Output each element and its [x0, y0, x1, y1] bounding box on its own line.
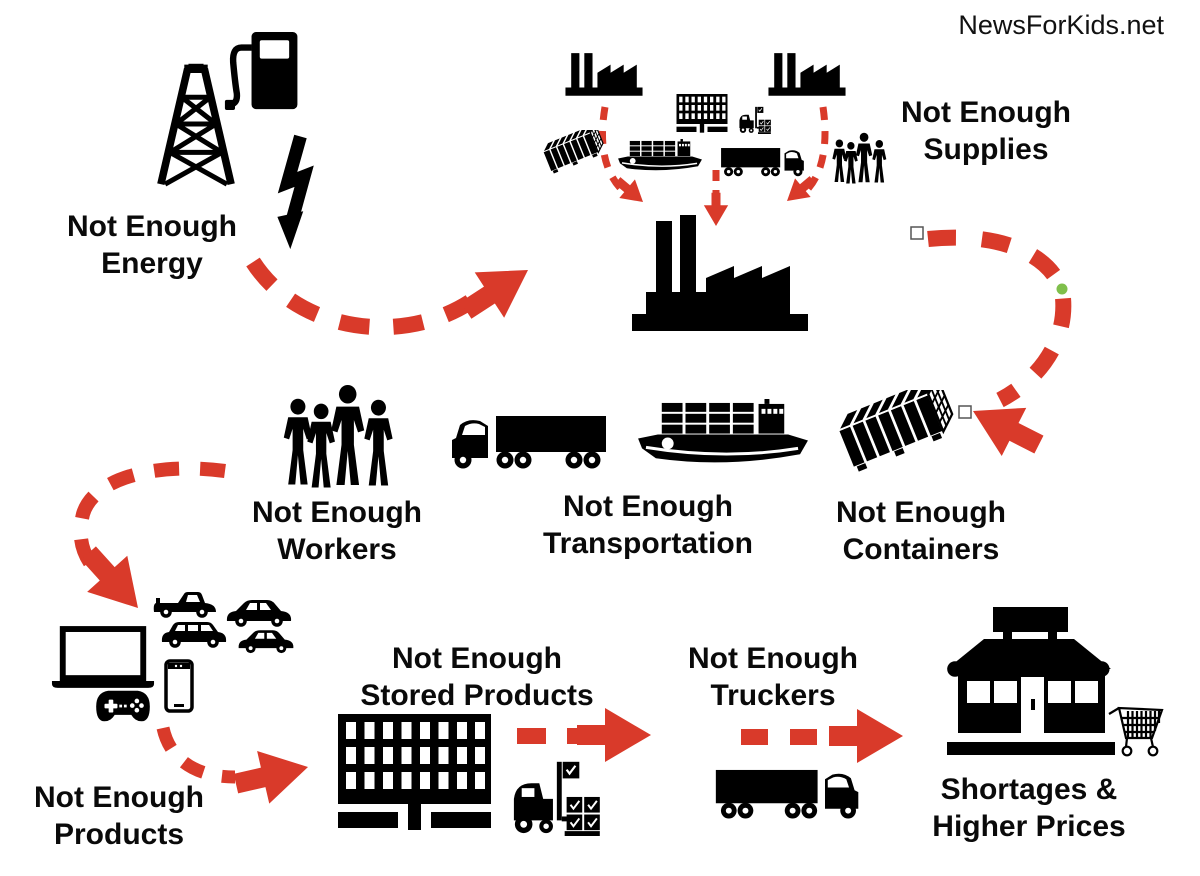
cargo-ship-icon	[617, 139, 704, 178]
large-factory-icon	[628, 211, 812, 331]
cargo-ship-icon	[636, 399, 812, 478]
warehouse-icon	[673, 94, 731, 134]
sedan-car-icon	[225, 597, 293, 627]
shipping-container-icon	[542, 130, 608, 188]
arrow-factory-to-containers	[927, 229, 1072, 408]
label-truckers: Not Enough Truckers	[688, 642, 858, 712]
forklift-icon	[502, 754, 600, 836]
label-stored-products: Not Enough Stored Products	[360, 642, 594, 712]
shopping-cart-icon	[1107, 698, 1169, 758]
suv-car-icon	[160, 620, 228, 648]
label-containers: Not Enough Containers	[836, 496, 1006, 566]
semi-truck-icon	[720, 146, 806, 178]
lightning-bolt-icon	[266, 131, 322, 251]
selection-handle	[958, 405, 972, 419]
gas-pump-icon	[224, 27, 302, 115]
green-anchor-dot	[1056, 283, 1068, 295]
factory-icon	[766, 42, 848, 97]
label-workers: Not Enough Workers	[252, 496, 422, 566]
game-controller-icon	[94, 688, 152, 725]
factory-icon	[563, 42, 645, 97]
label-shortages: Shortages & Higher Prices	[932, 773, 1126, 843]
label-energy: Not Enough Energy	[67, 210, 237, 280]
selection-handle	[910, 226, 924, 240]
site-credit: NewsForKids.net	[958, 10, 1164, 40]
shipping-container-icon	[836, 390, 962, 498]
forklift-icon	[735, 104, 771, 134]
label-supplies: Not Enough Supplies	[901, 96, 1071, 166]
label-transportation: Not Enough Transportation	[542, 490, 753, 560]
arrow-energy-to-factory	[246, 257, 475, 336]
smartphone-icon	[164, 659, 194, 713]
selection-artifacts	[910, 226, 1068, 419]
pickup-truck-icon	[152, 590, 218, 618]
store-icon	[940, 607, 1118, 755]
label-products: Not Enough Products	[34, 781, 204, 851]
workers-icon	[281, 383, 394, 493]
warehouse-icon	[332, 714, 497, 834]
arrow-products-to-warehouse	[156, 726, 236, 784]
laptop-icon	[50, 626, 156, 689]
semi-truck-icon	[448, 414, 608, 470]
semi-truck-icon	[714, 768, 862, 820]
small-car-icon	[237, 627, 295, 654]
